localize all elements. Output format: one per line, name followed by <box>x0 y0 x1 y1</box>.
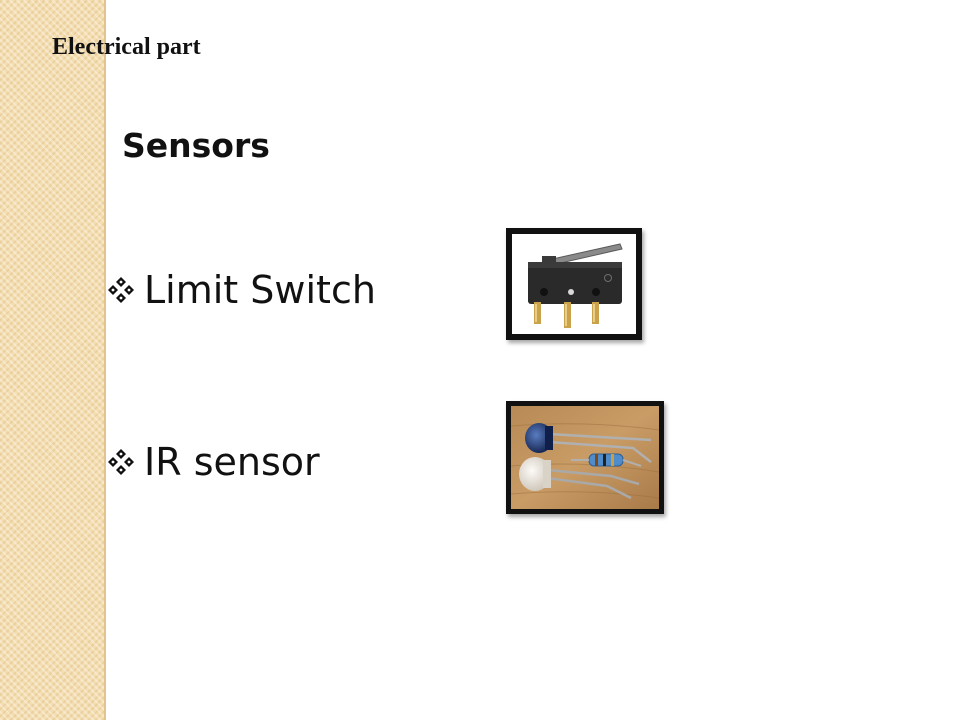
section-title: Electrical part <box>52 34 201 60</box>
diamond-bullet-icon <box>108 277 134 303</box>
bullet-ir-sensor: IR sensor <box>104 440 320 484</box>
ir-sensor-illustration <box>511 406 659 509</box>
decorative-side-strip <box>0 0 106 720</box>
slide-heading: Sensors <box>122 126 270 165</box>
ir-sensor-photo <box>506 401 664 514</box>
bullet-limit-switch: Limit Switch <box>104 268 376 312</box>
bullet-label: IR sensor <box>144 440 320 484</box>
diamond-bullet-icon <box>108 449 134 475</box>
limit-switch-photo <box>506 228 642 340</box>
bullet-label: Limit Switch <box>144 268 376 312</box>
limit-switch-illustration <box>512 234 636 334</box>
